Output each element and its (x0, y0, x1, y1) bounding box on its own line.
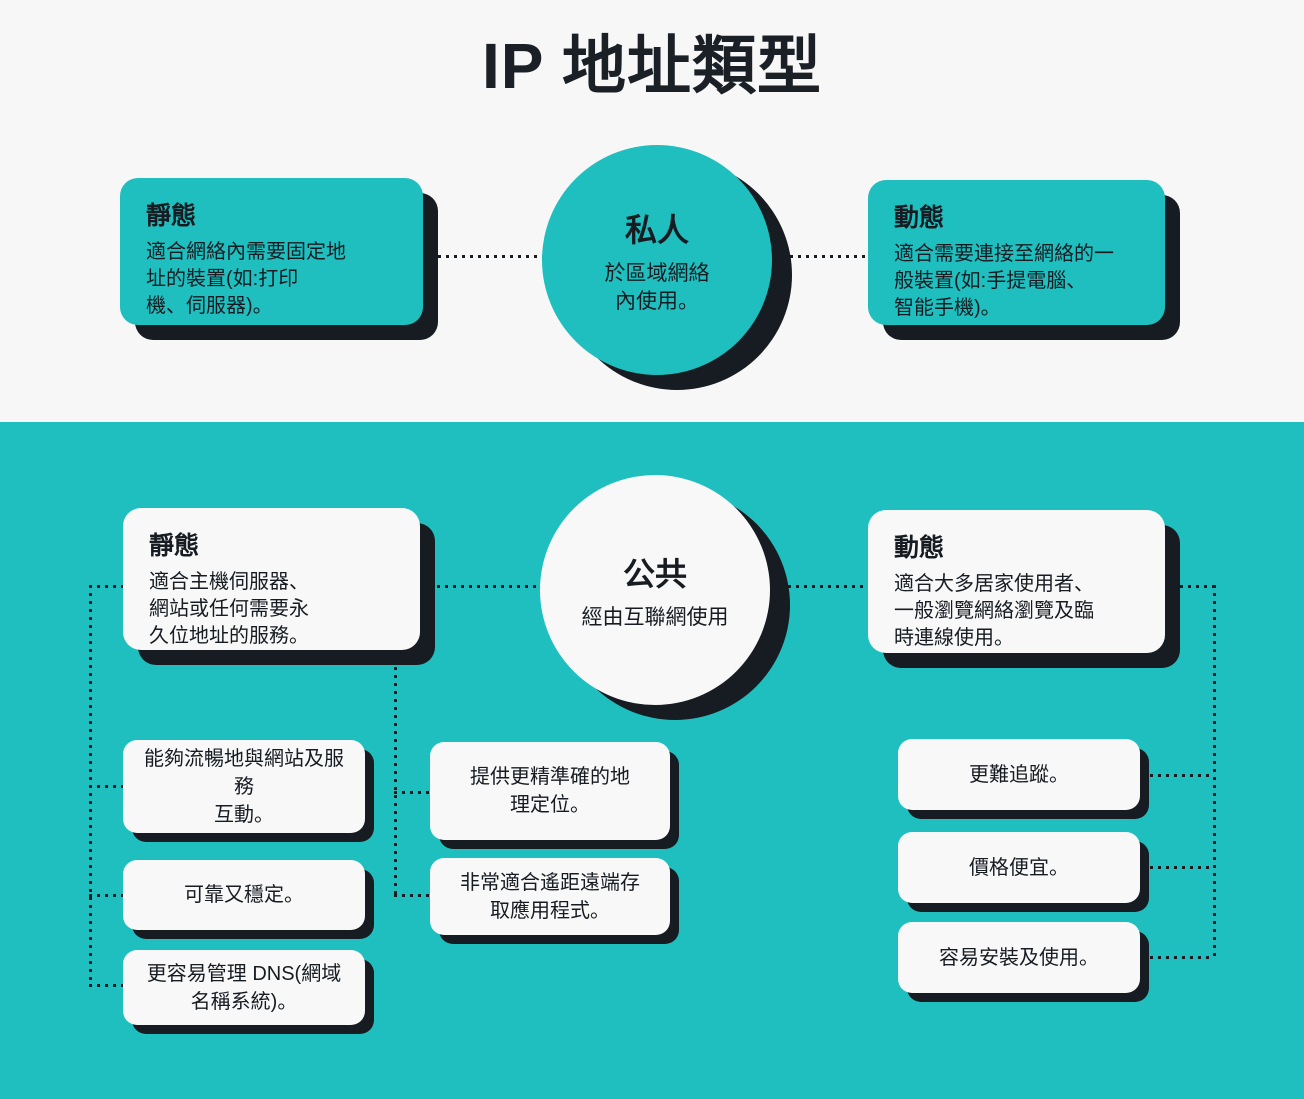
private-dynamic-card-body: 適合需要連接至網絡的一 般裝置(如:手提電腦、 智能手機)。 (894, 243, 1114, 319)
benefit-card-dynamic-1: 更難追蹤。 (898, 739, 1140, 810)
private-dynamic-card-title: 動態 (894, 204, 945, 232)
connector-private-hub-to-dynamic (790, 255, 868, 258)
connector-right-stub-3 (1150, 956, 1213, 959)
connector-middle-stub-1 (394, 791, 430, 794)
public-hub-circle: 公共 經由互聯網使用 (540, 475, 770, 705)
public-dynamic-card-title: 動態 (894, 534, 945, 562)
benefit-card-dynamic-3: 容易安裝及使用。 (898, 922, 1140, 993)
benefit-card-static-left-3: 更容易管理 DNS(網域 名稱系統)。 (123, 950, 365, 1025)
connector-right-stub-root (1180, 585, 1216, 588)
benefit-card-static-left-2: 可靠又穩定。 (123, 860, 365, 930)
benefit-card-dynamic-2: 價格便宜。 (898, 832, 1140, 903)
connector-left-stub-root (89, 585, 123, 588)
benefit-card-static-mid-2: 非常適合遙距遠端存 取應用程式。 (430, 858, 670, 935)
connector-private-static-to-hub (438, 255, 543, 258)
private-static-card: 靜態 適合網絡內需要固定地 址的裝置(如:打印 機、伺服器)。 (120, 178, 423, 325)
public-static-card-title: 靜態 (149, 532, 200, 560)
connector-public-static-to-hub (437, 585, 540, 588)
benefit-card-static-mid-1: 提供更精準確的地 理定位。 (430, 742, 670, 840)
connector-left-stub-2 (89, 894, 123, 897)
private-static-card-title: 靜態 (146, 202, 197, 230)
connector-middle-stub-2 (394, 894, 430, 897)
page-title: IP 地址類型 (481, 30, 823, 102)
benefit-card-static-left-1: 能夠流暢地與網站及服務 互動。 (123, 740, 365, 833)
public-static-card: 靜態 適合主機伺服器、 網站或任何需要永 久位地址的服務。 (123, 508, 420, 650)
public-dynamic-card-body: 適合大多居家使用者、 一般瀏覽網絡瀏覽及臨 時連線使用。 (894, 573, 1094, 649)
public-hub-subtitle: 經由互聯網使用 (581, 605, 729, 629)
public-hub-title: 公共 (622, 555, 687, 592)
private-dynamic-card: 動態 適合需要連接至網絡的一 般裝置(如:手提電腦、 智能手機)。 (868, 180, 1165, 325)
connector-public-hub-to-dynamic (788, 585, 868, 588)
connector-right-stub-1 (1150, 774, 1213, 777)
connector-left-stub-3 (89, 984, 123, 987)
public-static-card-body: 適合主機伺服器、 網站或任何需要永 久位地址的服務。 (149, 571, 309, 647)
connector-left-stub-1 (89, 785, 123, 788)
connector-right-vertical (1213, 585, 1216, 959)
private-hub-subtitle: 於區域網絡 內使用。 (604, 261, 710, 313)
private-hub-title: 私人 (624, 211, 689, 248)
private-static-card-body: 適合網絡內需要固定地 址的裝置(如:打印 機、伺服器)。 (146, 241, 346, 317)
public-dynamic-card: 動態 適合大多居家使用者、 一般瀏覽網絡瀏覽及臨 時連線使用。 (868, 510, 1165, 653)
connector-middle-vertical (394, 667, 397, 896)
connector-right-stub-2 (1150, 866, 1213, 869)
private-hub-circle: 私人 於區域網絡 內使用。 (542, 145, 772, 375)
